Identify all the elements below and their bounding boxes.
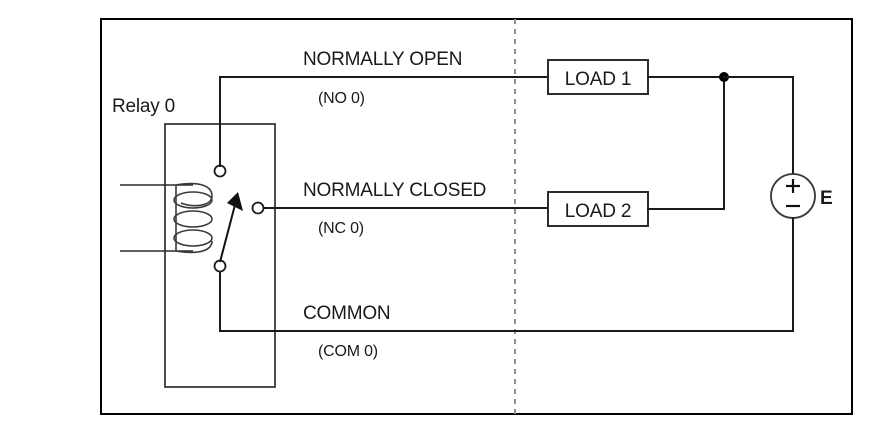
wire-load2-to-junction <box>647 76 725 210</box>
coil-turn-ellipse-3 <box>173 229 213 247</box>
contact-com-subtitle: (COM 0) <box>318 343 378 360</box>
load2-box[interactable] <box>547 191 649 227</box>
load1-label: LOAD 1 <box>565 69 631 90</box>
contact-nc-subtitle: (NC 0) <box>318 220 364 237</box>
switch-arm-arrowhead-icon <box>227 192 243 211</box>
voltage-source-polarity-marks <box>786 179 800 208</box>
terminal-com-pivot-point[interactable] <box>213 259 227 273</box>
contact-no-title: NORMALLY OPEN <box>303 49 462 70</box>
load2-label: LOAD 2 <box>565 201 631 222</box>
wire-com-to-source-negative <box>219 271 794 332</box>
contact-com-title: COMMON <box>303 303 390 324</box>
switch-arm-line <box>219 200 237 263</box>
relay-switch-arm[interactable] <box>219 192 243 263</box>
coil-turn-1 <box>175 182 213 207</box>
coil-turn-ellipse-1 <box>173 191 213 209</box>
terminal-no-contact-point[interactable] <box>213 164 227 178</box>
contact-no-subtitle: (NO 0) <box>318 90 365 107</box>
relay-label: Relay 0 <box>112 96 175 117</box>
wire-junction-to-source-positive <box>723 76 794 175</box>
diagram-outer-border <box>100 18 853 415</box>
voltage-source-label: E <box>820 188 833 209</box>
terminal-nc-contact-point[interactable] <box>251 201 265 215</box>
contact-nc-title: NORMALLY CLOSED <box>303 180 486 201</box>
coil-turn-ellipse-2 <box>173 210 213 228</box>
wire-no-to-load1 <box>219 76 549 167</box>
relay-coil-winding <box>173 182 213 254</box>
load1-box[interactable] <box>547 59 649 95</box>
coil-turn-tail <box>175 240 213 254</box>
